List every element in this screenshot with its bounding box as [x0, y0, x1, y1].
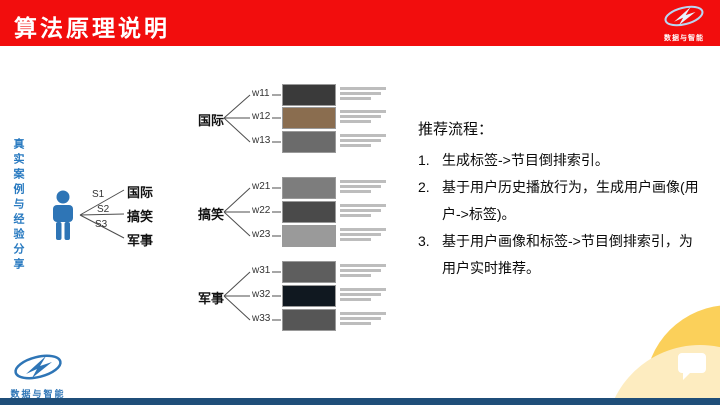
- thumbnail-caption: [340, 134, 386, 149]
- video-thumbnail: [282, 84, 336, 106]
- brand-name-bottom: 数据与智能: [10, 389, 66, 399]
- thumbnail-caption: [340, 110, 386, 125]
- thumbnail-caption: [340, 204, 386, 219]
- category-node: 国际: [198, 113, 225, 128]
- video-thumbnail: [282, 107, 336, 129]
- video-thumbnail: [282, 261, 336, 283]
- weight-label: w21: [252, 181, 271, 192]
- step-number: 1.: [418, 152, 430, 168]
- footer-bar: [0, 398, 720, 405]
- user-tag-label: 军事: [127, 233, 154, 248]
- thumbnail-caption: [340, 264, 386, 279]
- brand-logo-bottom: 数据与智能: [10, 350, 66, 400]
- vertical-tagline: 真实案例与经验分享: [12, 138, 24, 273]
- video-thumbnail: [282, 309, 336, 331]
- category-node: 搞笑: [198, 207, 225, 222]
- weight-label: w12: [252, 111, 271, 122]
- video-thumbnail: [282, 177, 336, 199]
- brand-emblem-icon: [14, 354, 62, 380]
- user-tag-label: 国际: [127, 185, 154, 200]
- step-number: 2.: [418, 179, 430, 195]
- user-edge-label: S1: [92, 189, 105, 200]
- weight-label: w23: [252, 229, 271, 240]
- user-icon: [53, 190, 73, 240]
- step-text: 生成标签->节目倒排索引。: [442, 152, 609, 168]
- weight-label: w13: [252, 135, 271, 146]
- step-item: 1. 生成标签->节目倒排索引。: [418, 147, 702, 174]
- recommendation-panel: 推荐流程： 1. 生成标签->节目倒排索引。 2. 基于用户历史播放行为，生成用…: [418, 118, 702, 282]
- thumbnail-caption: [340, 312, 386, 327]
- weight-label: w33: [252, 313, 271, 324]
- step-number: 3.: [418, 233, 430, 249]
- page-title: 算法原理说明: [14, 15, 170, 41]
- user-edge-label: S2: [97, 204, 110, 215]
- brand-name-top: 数据与智能: [664, 35, 704, 42]
- recommendation-heading: 推荐流程：: [418, 121, 494, 138]
- video-thumbnail: [282, 201, 336, 223]
- chat-bubble-icon: [678, 353, 706, 380]
- thumbnail-caption: [340, 228, 386, 243]
- category-node: 军事: [198, 291, 225, 306]
- user-edge-label: S3: [95, 219, 108, 230]
- brand-emblem-icon: [664, 5, 704, 27]
- weight-label: w32: [252, 289, 271, 300]
- thumbnail-caption: [340, 87, 386, 102]
- weight-label: w11: [252, 88, 270, 99]
- weight-label: w31: [252, 265, 271, 276]
- video-thumbnail: [282, 131, 336, 153]
- thumbnail-caption: [340, 180, 386, 195]
- step-item: 2. 基于用户历史播放行为，生成用户画像(用户->标签)。: [418, 174, 702, 228]
- user-tag-label: 搞笑: [127, 209, 154, 224]
- step-item: 3. 基于用户画像和标签->节目倒排索引，为用户实时推荐。: [418, 228, 702, 282]
- step-text: 基于用户历史播放行为，生成用户画像(用户->标签)。: [442, 179, 699, 222]
- video-thumbnail: [282, 285, 336, 307]
- weight-label: w22: [252, 205, 271, 216]
- video-thumbnail: [282, 225, 336, 247]
- thumbnail-caption: [340, 288, 386, 303]
- brand-logo-top: 数据与智能: [656, 2, 712, 43]
- step-text: 基于用户画像和标签->节目倒排索引，为用户实时推荐。: [442, 233, 693, 276]
- header-banner: 算法原理说明 数据与智能: [0, 0, 720, 46]
